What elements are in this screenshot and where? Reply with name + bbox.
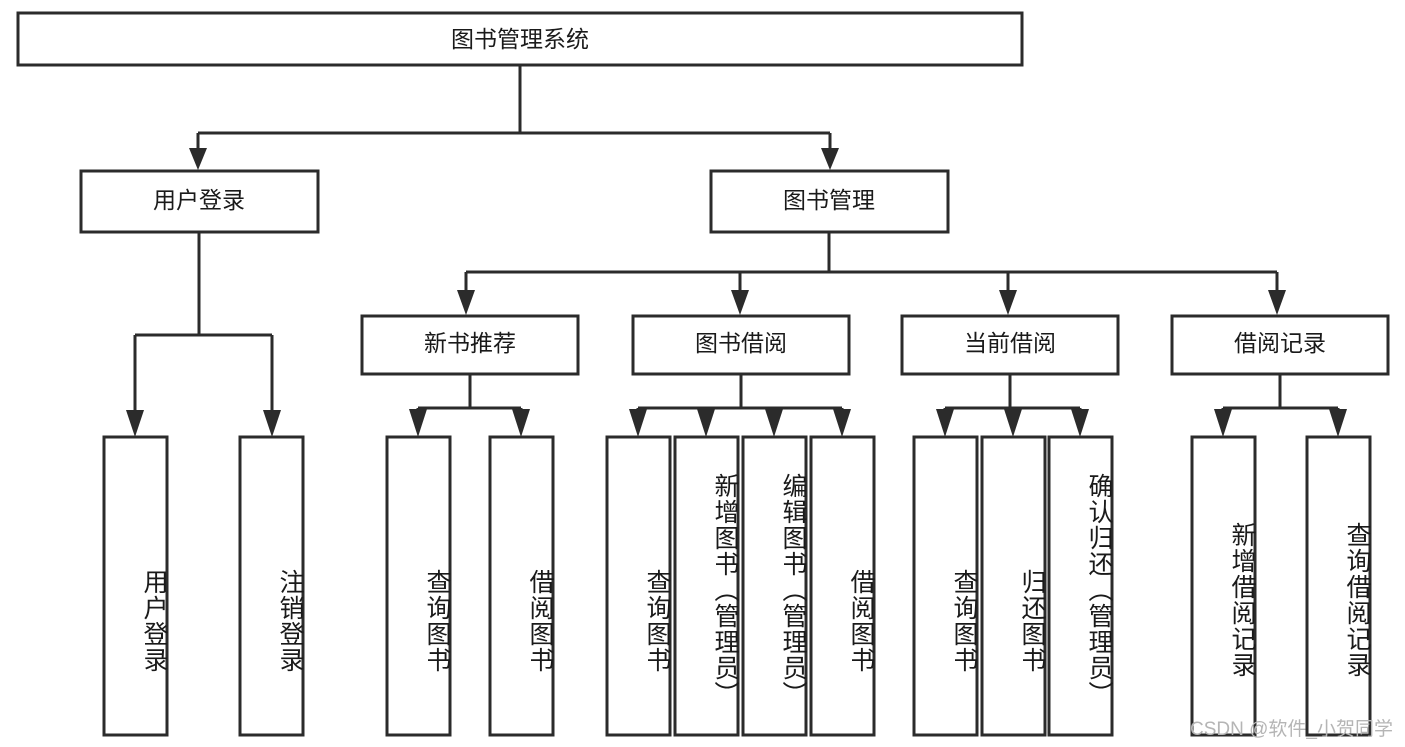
- leaf-cell-new-book-2[interactable]: 借阅图书: [490, 437, 554, 735]
- arrow-current-borrow-leaf2: [1004, 409, 1022, 437]
- arrow-current-borrow-leaf1: [936, 409, 954, 437]
- node-new-book-recommend-label: 新书推荐: [424, 330, 516, 356]
- arrow-to-book-borrow: [731, 290, 749, 315]
- leaf-box-current-borrow-2[interactable]: [980, 435, 1047, 737]
- node-root-label: 图书管理系统: [451, 26, 589, 52]
- arrow-new-book-leaf2: [512, 409, 530, 437]
- arrow-borrow-record-leaf1: [1214, 409, 1232, 437]
- leaf-cell-book-borrow-3[interactable]: 编辑图书（管理员）: [743, 437, 807, 735]
- arrow-user-login-leaf2: [263, 410, 281, 437]
- leaf-label-user-login-1: 用户登录: [140, 569, 168, 673]
- arrow-book-borrow-leaf4: [833, 409, 851, 437]
- leaf-box-current-borrow-1[interactable]: [912, 435, 979, 737]
- leaf-cell-user-login-2[interactable]: 注销登录: [240, 437, 304, 735]
- arrow-borrow-record-leaf2: [1329, 409, 1347, 437]
- leaf-cell-new-book-1[interactable]: 查询图书: [387, 437, 451, 735]
- node-borrow-record[interactable]: 借阅记录: [1170, 314, 1390, 376]
- leaf-box-user-login-2[interactable]: [238, 435, 305, 737]
- node-root[interactable]: 图书管理系统: [16, 11, 1024, 67]
- leaf-box-current-borrow-3[interactable]: [1047, 435, 1114, 737]
- leaf-box-book-borrow-2[interactable]: [673, 435, 740, 737]
- leaf-box-borrow-record-1[interactable]: [1190, 435, 1257, 737]
- leaf-box-borrow-record-2[interactable]: [1305, 435, 1372, 737]
- node-user-login[interactable]: 用户登录: [79, 169, 320, 234]
- arrow-book-borrow-leaf1: [629, 409, 647, 437]
- node-book-management[interactable]: 图书管理: [709, 169, 950, 234]
- node-book-management-label: 图书管理: [783, 187, 875, 213]
- arrow-new-book-leaf1: [409, 409, 427, 437]
- leaf-box-new-book-1[interactable]: [385, 435, 452, 737]
- node-current-borrow-label: 当前借阅: [964, 330, 1056, 356]
- leaf-cell-book-borrow-1[interactable]: 查询图书: [607, 437, 671, 735]
- leaf-label-user-login-2: 注销登录: [276, 569, 304, 673]
- leaf-label-current-borrow-1: 查询图书: [950, 569, 978, 673]
- leaf-box-book-borrow-4[interactable]: [809, 435, 876, 737]
- leaf-label-current-borrow-2: 归还图书: [1018, 569, 1046, 673]
- node-new-book-recommend[interactable]: 新书推荐: [360, 314, 580, 376]
- node-new-book-recommend-box[interactable]: [360, 314, 580, 376]
- node-root-box[interactable]: [16, 11, 1024, 67]
- leaf-cell-borrow-record-2[interactable]: 查询借阅记录: [1307, 437, 1371, 735]
- leaf-label-current-borrow-3: 确认归还（管理员）: [1085, 473, 1113, 707]
- leaf-box-book-borrow-1[interactable]: [605, 435, 672, 737]
- arrow-to-user-login: [189, 148, 207, 170]
- leaf-box-new-book-2[interactable]: [488, 435, 555, 737]
- leaf-label-book-borrow-3: 编辑图书（管理员）: [779, 473, 807, 707]
- leaf-label-book-borrow-1: 查询图书: [643, 569, 671, 673]
- leaf-label-new-book-1: 查询图书: [423, 569, 451, 673]
- node-user-login-label: 用户登录: [153, 187, 245, 213]
- leaf-cell-user-login-1[interactable]: 用户登录: [104, 437, 168, 735]
- node-current-borrow-box[interactable]: [900, 314, 1120, 376]
- arrow-to-book-mgmt: [821, 148, 839, 170]
- leaf-label-borrow-record-2: 查询借阅记录: [1343, 522, 1371, 678]
- arrow-current-borrow-leaf3: [1071, 409, 1089, 437]
- leaf-box-user-login-1[interactable]: [102, 435, 169, 737]
- leaf-cell-current-borrow-2[interactable]: 归还图书: [982, 437, 1046, 735]
- leaf-cell-current-borrow-3[interactable]: 确认归还（管理员）: [1049, 437, 1113, 735]
- leaf-label-book-borrow-2: 新增图书（管理员）: [711, 473, 739, 707]
- leaf-box-book-borrow-3[interactable]: [741, 435, 808, 737]
- node-book-borrow[interactable]: 图书借阅: [631, 314, 851, 376]
- node-book-borrow-label: 图书借阅: [695, 330, 787, 356]
- node-borrow-record-label: 借阅记录: [1234, 330, 1326, 356]
- arrow-book-borrow-leaf3: [765, 409, 783, 437]
- arrow-to-current-borrow: [999, 290, 1017, 315]
- leaf-label-borrow-record-1: 新增借阅记录: [1228, 522, 1256, 678]
- arrow-book-borrow-leaf2: [697, 409, 715, 437]
- leaf-label-book-borrow-4: 借阅图书: [847, 569, 875, 673]
- arrow-to-borrow-record: [1268, 290, 1286, 315]
- node-book-borrow-box[interactable]: [631, 314, 851, 376]
- leaf-cell-book-borrow-2[interactable]: 新增图书（管理员）: [675, 437, 739, 735]
- leaf-cell-current-borrow-1[interactable]: 查询图书: [914, 437, 978, 735]
- leaf-cell-borrow-record-1[interactable]: 新增借阅记录: [1192, 437, 1256, 735]
- arrow-to-new-book: [457, 290, 475, 315]
- leaf-cell-book-borrow-4[interactable]: 借阅图书: [811, 437, 875, 735]
- leaf-label-new-book-2: 借阅图书: [526, 569, 554, 673]
- csdn-watermark: CSDN @软件_小贺同学: [1190, 719, 1393, 740]
- node-current-borrow[interactable]: 当前借阅: [900, 314, 1120, 376]
- arrow-user-login-leaf1: [126, 410, 144, 437]
